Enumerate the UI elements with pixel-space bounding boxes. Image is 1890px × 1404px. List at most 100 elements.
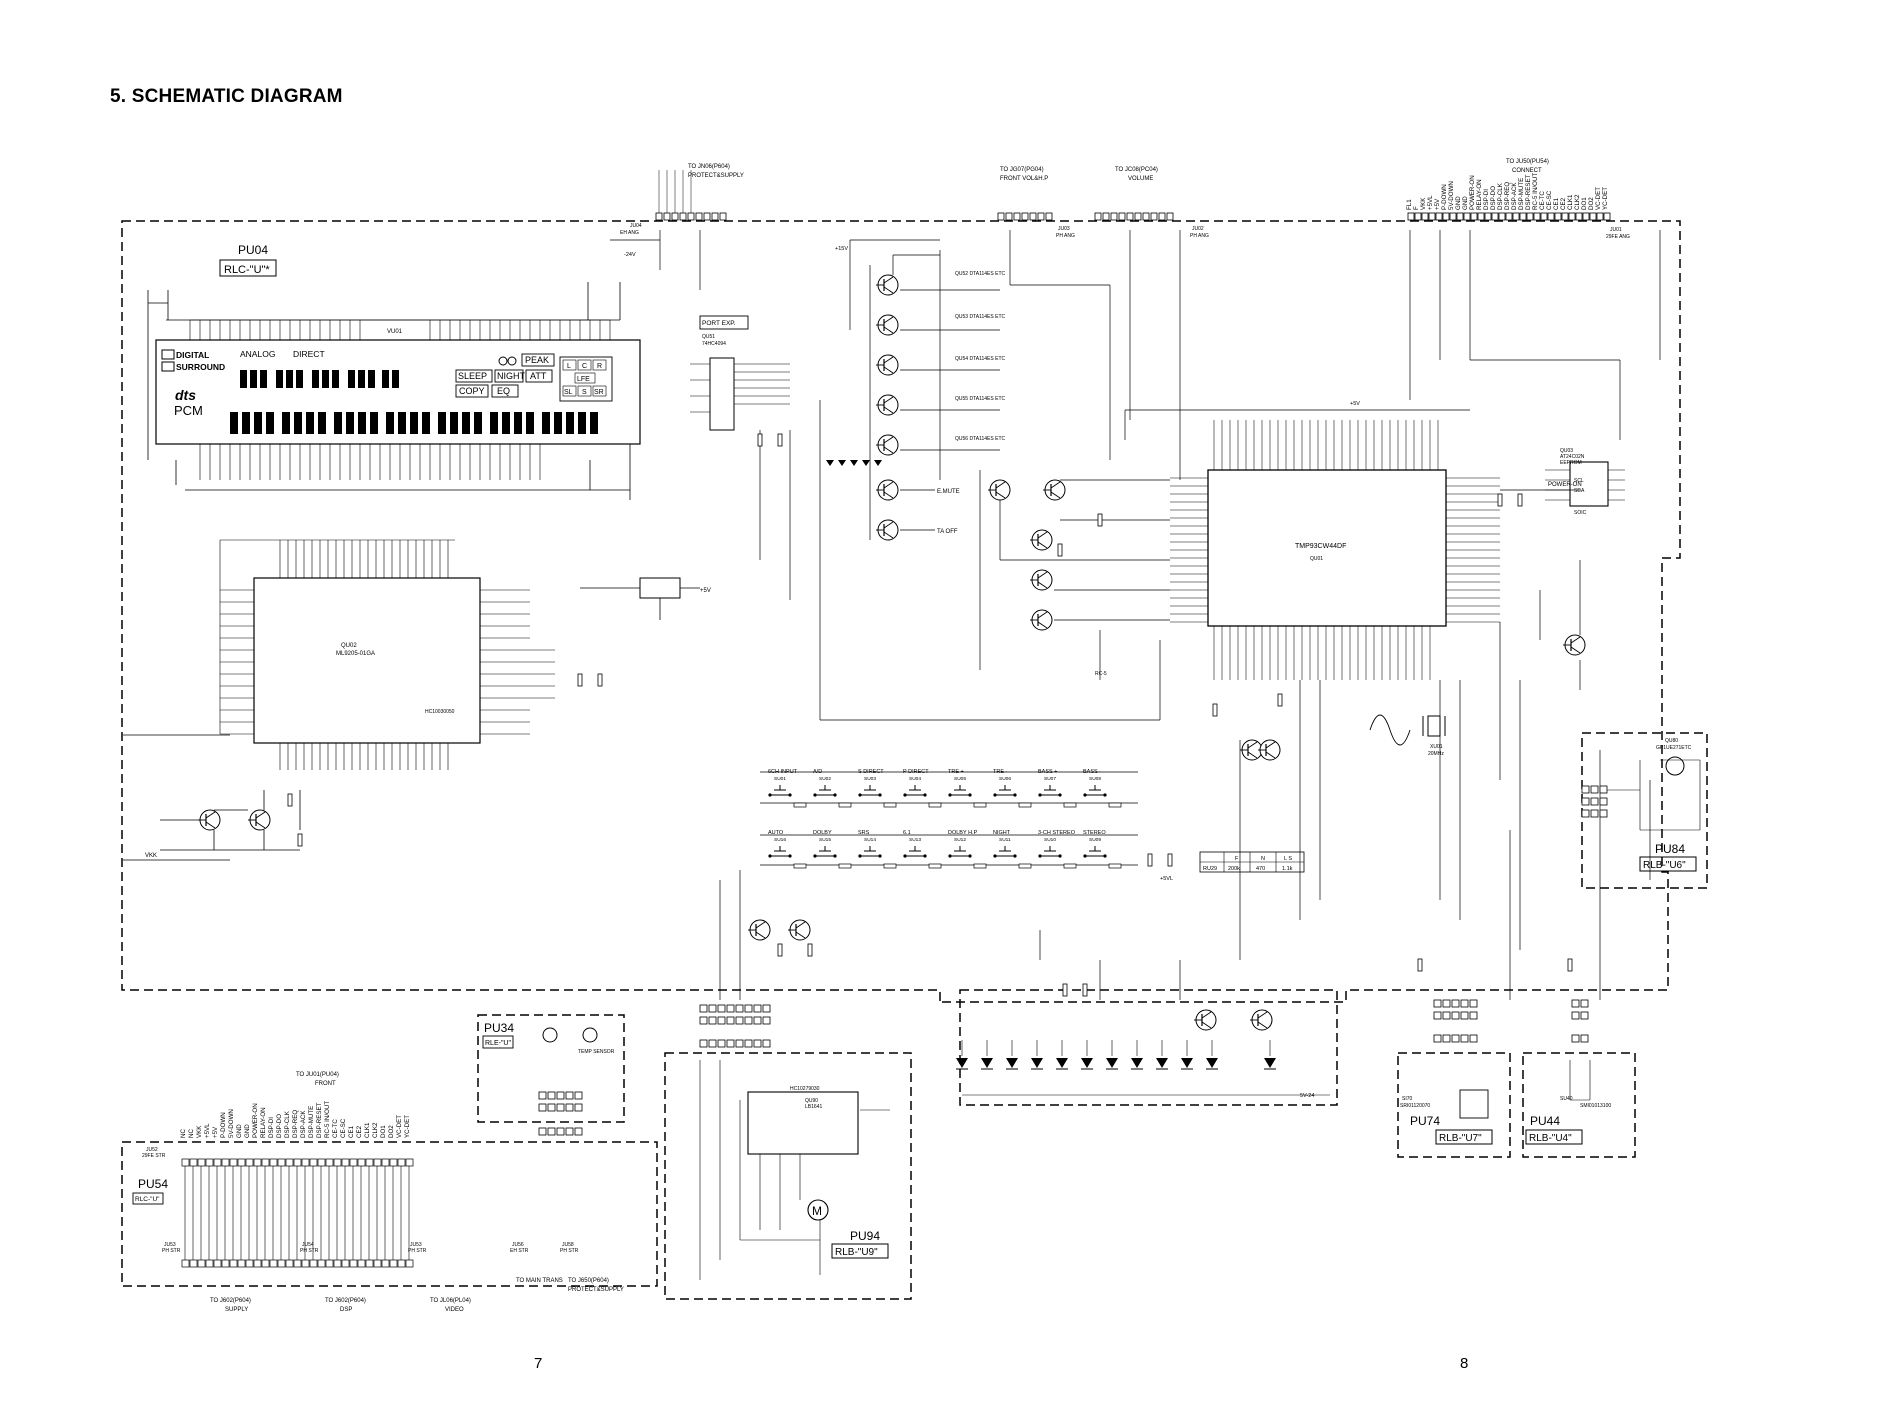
board-pu74: PU74 RLB-"U7" SI70 SRI01120070	[1400, 999, 1493, 1145]
led-row	[955, 1040, 1330, 1096]
pu54-bottom-pin	[309, 1259, 318, 1268]
pu34-name: PU34	[484, 1021, 514, 1035]
display-dts-logo: dts	[175, 387, 196, 403]
eeprom: QU03 AT24C02N EEPROM SCL SDA SOIC	[1545, 448, 1625, 516]
ju01-part: JU01	[1610, 227, 1622, 233]
ju03-part: JU03	[1058, 226, 1070, 232]
fl-controller: QU02 ML9205-01GA HC10030050	[219, 539, 555, 770]
pu54-top-pin	[197, 1158, 206, 1167]
pu54-top-pin	[309, 1158, 318, 1167]
key-ref: SU03	[864, 776, 876, 782]
pu54-pin-label: CLK2	[372, 1122, 379, 1138]
rtable-r2: 470	[1256, 866, 1265, 872]
key-switch	[857, 845, 883, 859]
crystal: XU01 20MHz	[1369, 714, 1446, 757]
pu54-pin-label: CE2	[356, 1125, 363, 1138]
pu54-top-pin	[277, 1158, 286, 1167]
qu51-part: QU51	[702, 334, 715, 340]
ju01-pin-label: CE-TC	[1539, 191, 1546, 210]
rtable-r0: RU29	[1203, 866, 1217, 872]
pu54-ju54-note2: DSP	[340, 1307, 352, 1313]
pu54-top-pin	[365, 1158, 374, 1167]
key-switch	[857, 784, 883, 798]
ju01-pin-label: DSP-REQ	[1504, 182, 1511, 210]
rtable-h2: N	[1261, 856, 1265, 862]
pu54-top-pin	[301, 1158, 310, 1167]
pu84-name: PU84	[1655, 842, 1685, 856]
display-ch-c: C	[582, 363, 587, 370]
mute-transistor-bank: QU52 DTA114ES ETC QU53 DTA114ES ETC QU54…	[826, 239, 1005, 541]
connector-ju04: JU04 EH ANG TO JN06(P604) PROTECT&SUPPLY	[620, 164, 744, 236]
ju01-pin-label: P-DOWN	[1441, 184, 1448, 210]
pu54-bottom-pin	[269, 1259, 278, 1268]
pu54-top-pin	[229, 1158, 238, 1167]
ju01-pin-label: DSP-CLK	[1497, 182, 1504, 210]
signal-taoff: TA OFF	[937, 529, 958, 535]
eeprom-part: QU03	[1560, 448, 1573, 454]
pu54-top-pin	[221, 1158, 230, 1167]
key-ref: SU01	[774, 776, 786, 782]
ju01-pin-label: VC-DET	[1595, 187, 1602, 210]
ju03-note: TO JG07(PG04)	[1000, 167, 1044, 173]
key-switch	[1082, 784, 1108, 798]
display-night: NIGHT	[497, 371, 526, 381]
key-switch	[1082, 845, 1108, 859]
pu54-pin-label: DSP-DI	[268, 1117, 275, 1138]
pu54-top-pin	[237, 1158, 246, 1167]
key-name: 6CH INPUT	[768, 769, 798, 775]
pu54-top-pin	[189, 1158, 198, 1167]
rtable-r3: 1.1k	[1282, 866, 1293, 872]
key-name: BASS -	[1083, 769, 1101, 775]
pu54-ju53-type: PH STR	[162, 1248, 181, 1254]
rtable-h3: L S	[1284, 856, 1292, 862]
board-pu94: PU94 RLB-"U9" HC10279030 QU90 LB1641 M	[699, 1004, 890, 1280]
pu54-pin-label: GND	[236, 1124, 243, 1138]
pu54-bottom-pin	[237, 1259, 246, 1268]
key-name: SRS	[858, 830, 870, 836]
pu34-outline	[477, 1014, 625, 1123]
pu54-bottom-pin	[205, 1259, 214, 1268]
pu54-top-pin	[333, 1158, 342, 1167]
fl-power-feed	[147, 282, 631, 500]
pu54-pin-label: NC	[188, 1129, 195, 1138]
key-ref: SU15	[819, 837, 831, 843]
pu54-top-pin	[381, 1158, 390, 1167]
regulator: +5V	[580, 577, 711, 620]
eeprom-sda: SDA	[1574, 488, 1585, 494]
pu54-bottom-pin	[221, 1259, 230, 1268]
rtable-r1: 200k	[1228, 866, 1240, 872]
board-pu04-label: PU04 RLC-"U"*	[219, 243, 277, 277]
pu54-ju53-note: TO J602(P604)	[210, 1298, 251, 1304]
qu51-model: 74HC4094	[702, 341, 726, 347]
key-name: S DIRECT	[858, 769, 884, 775]
ju01-pin-label: 5V-DOWN	[1448, 181, 1455, 210]
ju01-pin-label: GND	[1455, 196, 1462, 210]
key-name: TRE -	[993, 769, 1008, 775]
ju01-type: 29FE ANG	[1606, 234, 1630, 240]
ju01-pin-label: POWER-ON	[1469, 175, 1476, 210]
pu54-name: PU54	[138, 1177, 168, 1191]
pu54-bottom-pin	[229, 1259, 238, 1268]
ju01-pin-label: DO1	[1581, 197, 1588, 210]
pu54-pin-label: NC	[180, 1129, 187, 1138]
pu54-ju55-part: JU53	[410, 1242, 422, 1248]
ju01-pin-label: YC-DET	[1602, 187, 1609, 210]
display-ch-l: L	[567, 363, 571, 370]
pu54-top-pin	[397, 1158, 406, 1167]
pu54-pin-label: CE-SC	[340, 1118, 347, 1138]
key-name: BASS +	[1038, 769, 1057, 775]
port-expander: PORT EXP. QU51 74HC4094	[690, 315, 790, 431]
pu54-bottom-pin	[285, 1259, 294, 1268]
pu54-pin-label: VKK	[196, 1125, 203, 1138]
key-name: STEREO	[1083, 830, 1106, 836]
ju04-note2: PROTECT&SUPPLY	[688, 173, 744, 179]
pu54-top-pin	[325, 1158, 334, 1167]
pu54-bottom-pin	[245, 1259, 254, 1268]
pu54-bottom-pin	[405, 1259, 414, 1268]
display-digits-upper	[240, 370, 399, 388]
pu54-pin-label: DSP-DO	[276, 1114, 283, 1138]
pu74-code: RLB-"U7"	[1439, 1133, 1482, 1144]
page-number-right: 8	[1460, 1355, 1469, 1372]
v5l-label: +5VL	[1160, 876, 1173, 882]
pu54-top-pin	[349, 1158, 358, 1167]
